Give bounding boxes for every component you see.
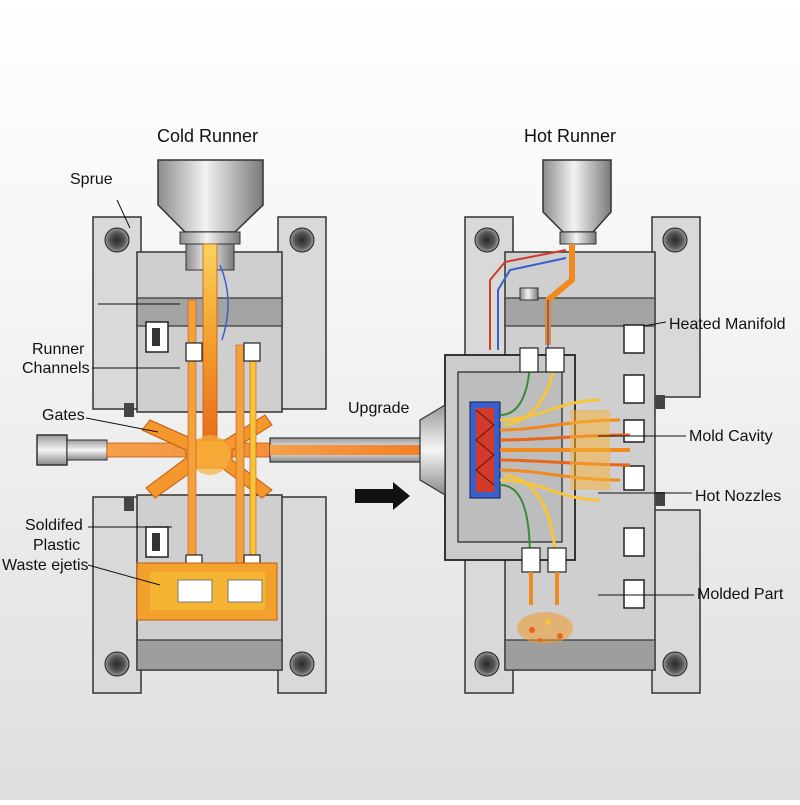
sprue-label: Sprue: [70, 171, 113, 188]
clip-marker: [655, 395, 665, 409]
sprue-funnel: [157, 159, 264, 233]
connector-melt: [270, 445, 420, 455]
waste-ejection-label: Waste ejetis: [2, 557, 89, 574]
thermocouple: [519, 287, 539, 301]
heated-manifold-label: Heated Manifold: [669, 316, 786, 333]
hot-sprue-funnel: [542, 159, 612, 233]
mold-cavity-label: Mold Cavity: [689, 428, 773, 445]
left-ejector-plate: [136, 639, 283, 671]
nozzle-tip: [66, 439, 108, 461]
gates-label: Gates: [42, 407, 85, 424]
hot-nozzle: [521, 547, 541, 573]
hot-nozzle: [519, 347, 539, 373]
hot-runner-mold: [419, 159, 701, 694]
clip-marker: [655, 492, 665, 506]
guide-pin: [623, 465, 645, 491]
solidified-plastic-label-line2: Plastic: [33, 537, 81, 554]
cooling-line: [219, 264, 229, 341]
bolt-hole-icon: [474, 651, 500, 677]
heated-manifold-plate: [504, 297, 656, 327]
runner-channels-label-line1: Runner: [32, 341, 85, 358]
injection-nozzle: [36, 434, 68, 466]
molded-part-label: Molded Part: [697, 586, 784, 603]
cold-runner-title: Cold Runner: [157, 126, 259, 146]
hot-sprue-collar: [559, 231, 597, 245]
bolt-hole-icon: [662, 651, 688, 677]
heater-coil: [475, 409, 495, 486]
left-frame-lower-left: [92, 496, 142, 694]
bolt-hole-icon: [289, 651, 315, 677]
leader-line: [643, 321, 667, 327]
ejector-pocket: [177, 579, 213, 603]
hot-nozzles-label: Hot Nozzles: [695, 488, 782, 505]
manifold-inlet: [419, 403, 446, 497]
cold-runner-mold: [36, 159, 428, 694]
bolt-hole-icon: [289, 227, 315, 253]
runner-branch: [235, 344, 245, 586]
heater-wire: [489, 249, 567, 350]
solidified-plastic-label-line1: Soldifed: [25, 517, 83, 534]
guide-pin-core: [152, 533, 160, 551]
hot-nozzle: [545, 347, 565, 373]
guide-pin: [623, 527, 645, 557]
right-ejector-plate: [504, 639, 656, 671]
runner-branch: [249, 344, 257, 586]
bolt-hole-icon: [662, 227, 688, 253]
sprue-collar: [179, 231, 241, 245]
melt-glow: [570, 410, 610, 490]
melt-pool: [190, 435, 230, 475]
molded-part-splash: [517, 612, 573, 644]
guide-pin: [623, 579, 645, 609]
heater-wire: [497, 257, 567, 350]
runner-channels-label-line2: Channels: [22, 360, 90, 377]
hot-nozzle: [547, 547, 567, 573]
gate: [243, 342, 261, 362]
clip-marker: [124, 497, 134, 511]
upgrade-label: Upgrade: [348, 400, 410, 417]
bolt-hole-icon: [474, 227, 500, 253]
guide-pin: [623, 374, 645, 404]
guide-pin-core: [152, 328, 160, 346]
bolt-hole-icon: [104, 227, 130, 253]
sprue-channel: [202, 243, 218, 455]
heater-element: [476, 408, 494, 492]
leader-line: [116, 199, 131, 229]
clip-marker: [124, 403, 134, 417]
bolt-hole-icon: [104, 651, 130, 677]
upgrade-arrow-icon: [355, 482, 410, 510]
hot-runner-title: Hot Runner: [524, 126, 617, 146]
guide-pin: [623, 419, 645, 443]
gate: [185, 342, 203, 362]
leader-line: [85, 417, 159, 433]
leader-line: [87, 564, 161, 586]
guide-pin: [623, 324, 645, 354]
ejector-pocket: [227, 579, 263, 603]
